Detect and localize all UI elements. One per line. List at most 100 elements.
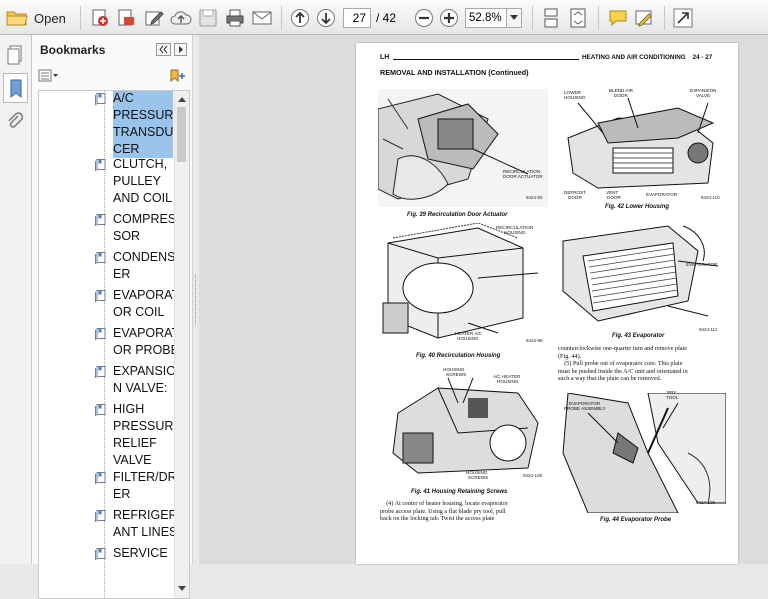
zoom-out-button[interactable] bbox=[413, 7, 435, 29]
fig42-label-10: DOOR bbox=[607, 195, 621, 200]
bookmark-item-label-line: ER bbox=[113, 267, 131, 281]
fig44-label-2: PROBE ASSEMBLY bbox=[564, 406, 606, 411]
bookmark-page-icon bbox=[95, 366, 106, 378]
bookmark-item-label-line: ER bbox=[113, 487, 131, 501]
convert-button[interactable] bbox=[115, 7, 137, 29]
scrollbar-thumb[interactable] bbox=[177, 107, 186, 162]
bookmark-item-label-line: EXPANSIO bbox=[113, 364, 176, 378]
paperclip-icon bbox=[8, 112, 23, 128]
bookmark-item-label-line: N VALVE: bbox=[113, 381, 168, 395]
fig42-caption: Fig. 42 Lower Housing bbox=[605, 204, 670, 210]
scrolling-mode-button[interactable] bbox=[540, 7, 562, 29]
bookmark-expand-icon bbox=[170, 69, 185, 83]
fig39-label-2: DOOR ACTUATOR bbox=[503, 174, 543, 179]
bookmark-options-menu[interactable] bbox=[38, 69, 60, 83]
highlight-button[interactable] bbox=[633, 7, 655, 29]
fig41-label-2: SCREWS bbox=[446, 372, 467, 377]
fig42-label-7: DEFROST bbox=[564, 190, 586, 195]
fig42-label-9: VENT bbox=[606, 190, 619, 195]
zoom-dropdown-button[interactable] bbox=[506, 8, 522, 28]
full-screen-button[interactable] bbox=[671, 7, 695, 29]
fig40-caption: Fig. 40 Recirculation Housing bbox=[416, 353, 501, 359]
fig41-label-3: A/C HEATER bbox=[493, 374, 521, 379]
previous-page-button[interactable] bbox=[289, 7, 311, 29]
fig42-label-8: DOOR bbox=[568, 195, 582, 200]
envelope-icon bbox=[252, 11, 272, 25]
attachments-tab[interactable] bbox=[5, 111, 25, 133]
open-label: Open bbox=[34, 10, 66, 26]
fig41-label-1: HOUSING bbox=[443, 367, 465, 372]
bookmarks-scrollbar[interactable] bbox=[174, 91, 189, 598]
bookmark-item[interactable]: CONDENS ER bbox=[113, 249, 177, 283]
page-header-right: HEATING AND AIR CONDITIONING 24 - 27 bbox=[582, 54, 713, 61]
fig44-label-1: EVAPORATOR bbox=[569, 401, 601, 406]
bookmark-page-icon bbox=[95, 404, 106, 416]
expand-bookmark-button[interactable] bbox=[168, 68, 186, 84]
page-total: / 42 bbox=[376, 11, 397, 25]
bookmark-item[interactable]: EXPANSIO N VALVE: bbox=[113, 363, 177, 397]
pencil-edit-icon bbox=[145, 11, 164, 26]
panel-splitter[interactable] bbox=[192, 35, 199, 564]
page-number-input[interactable]: 27 bbox=[343, 8, 371, 28]
edit-button[interactable] bbox=[143, 7, 165, 29]
splitter-grip bbox=[195, 275, 198, 325]
body-line: probe access plate. Using a flat blade p… bbox=[380, 507, 506, 515]
convert-pdf-icon bbox=[118, 9, 134, 26]
header-rule bbox=[393, 59, 579, 60]
save-disk-icon bbox=[199, 9, 217, 27]
fig39-caption: Fig. 39 Recirculation Door Actuator bbox=[407, 212, 508, 218]
fig39-illustration bbox=[378, 89, 548, 207]
toolbar-separator bbox=[532, 6, 533, 30]
tree-guide-line bbox=[104, 91, 105, 598]
highlighter-icon bbox=[635, 10, 652, 27]
fit-page-button[interactable] bbox=[567, 7, 589, 29]
bookmark-item-label-line: CLUTCH, bbox=[113, 157, 168, 171]
bookmark-item[interactable]: SERVICE bbox=[113, 545, 177, 562]
bookmark-page-icon bbox=[95, 510, 106, 522]
panel-options-button[interactable] bbox=[174, 43, 187, 56]
upload-button[interactable] bbox=[170, 7, 192, 29]
bookmark-item-label-line: SERVICE bbox=[113, 546, 168, 560]
page-thumbnail-icon bbox=[7, 45, 22, 65]
print-button[interactable] bbox=[224, 7, 246, 29]
fig42-label-11: EVAPORATOR bbox=[646, 192, 678, 197]
bookmark-page-icon bbox=[95, 328, 106, 340]
zoom-level-value: 52.8% bbox=[469, 12, 502, 24]
fig41-number: 9424-109 bbox=[523, 473, 543, 478]
create-pdf-button[interactable] bbox=[89, 7, 111, 29]
collapse-panel-button[interactable] bbox=[156, 43, 171, 56]
bookmarks-header: Bookmarks bbox=[32, 35, 192, 63]
right-column-text: counterclockwise one-quarter turn and re… bbox=[558, 345, 730, 383]
bookmark-item-label-line: VALVE bbox=[113, 453, 152, 467]
folder-icon bbox=[6, 11, 28, 26]
toolbar-separator bbox=[664, 6, 665, 30]
cloud-upload-icon bbox=[170, 11, 192, 25]
fig40-illustration bbox=[382, 223, 539, 339]
bookmark-item-label-line: EVAPORAT bbox=[113, 326, 180, 340]
email-button[interactable] bbox=[251, 7, 273, 29]
page-thumbnails-tab[interactable] bbox=[5, 44, 25, 66]
bookmark-item-label-line: EVAPORAT bbox=[113, 288, 180, 302]
comment-button[interactable] bbox=[607, 7, 629, 29]
bookmark-item-label-line: RELIEF bbox=[113, 436, 157, 450]
next-page-button[interactable] bbox=[315, 7, 337, 29]
body-line: (4) At center of heater housing, locate … bbox=[380, 500, 508, 507]
fig42-label-2: HOUSING bbox=[564, 95, 586, 100]
open-button[interactable]: Open bbox=[6, 7, 68, 29]
bookmark-item-label-line: CONDENS bbox=[113, 250, 176, 264]
zoom-in-button[interactable] bbox=[438, 7, 460, 29]
body-line: counterclockwise one-quarter turn and re… bbox=[558, 345, 688, 352]
save-button[interactable] bbox=[197, 7, 219, 29]
bookmarks-tab[interactable] bbox=[3, 73, 28, 103]
zoom-level-input[interactable]: 52.8% bbox=[465, 8, 507, 28]
